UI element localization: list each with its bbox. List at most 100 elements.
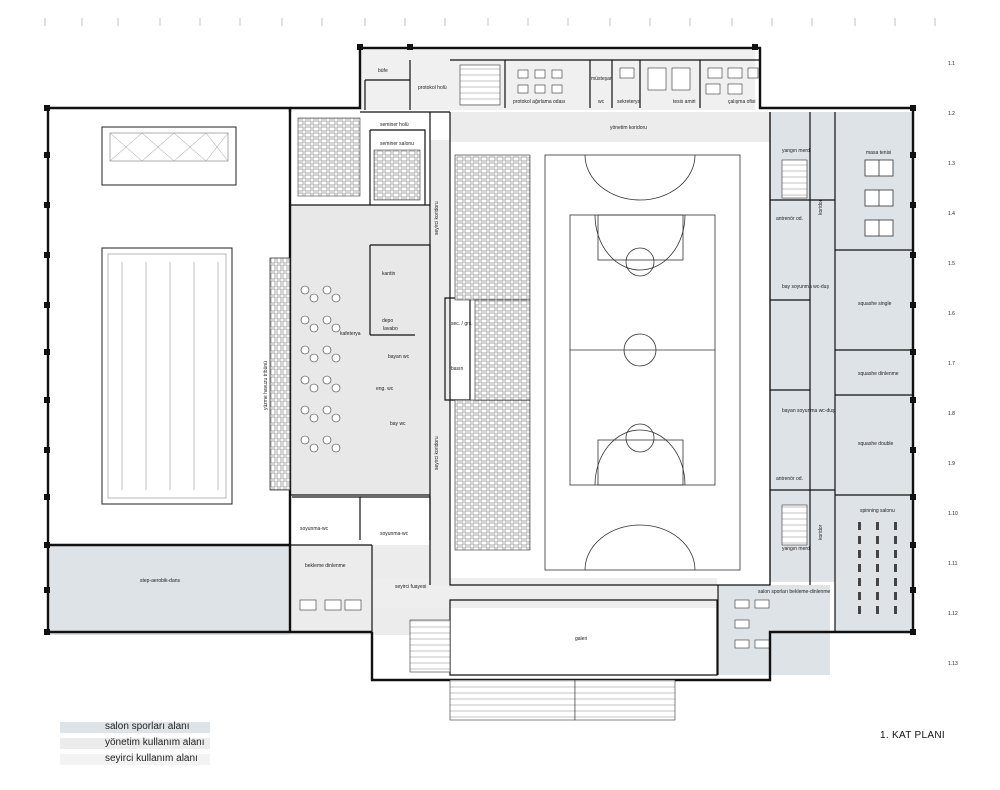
cafe-table bbox=[300, 435, 310, 445]
label-mustesar: müsteşar bbox=[591, 76, 612, 82]
stairs bbox=[409, 64, 808, 721]
spinning-bike bbox=[894, 606, 897, 614]
column bbox=[910, 494, 916, 500]
grid-label: 1.3 bbox=[948, 161, 955, 167]
label-seyirci-fuayesi: seyirci fuayesi bbox=[395, 584, 426, 590]
column bbox=[44, 202, 50, 208]
cafe-table bbox=[322, 435, 332, 445]
main-bleachers-bottom bbox=[454, 399, 531, 551]
spinning-bike bbox=[894, 592, 897, 600]
label-kafeterya: kafeterya bbox=[340, 331, 361, 337]
column bbox=[44, 349, 50, 355]
column bbox=[44, 252, 50, 258]
main-bleachers-top bbox=[454, 154, 531, 301]
column bbox=[910, 302, 916, 308]
legend-swatch-spectator bbox=[60, 754, 210, 765]
label-squash-single: squashe single bbox=[858, 301, 892, 307]
label-seminer-holu: seminer holü bbox=[380, 122, 409, 128]
spinning-bike bbox=[858, 606, 861, 614]
columns bbox=[44, 44, 916, 635]
column bbox=[910, 587, 916, 593]
label-engelli-wc: eng. wc bbox=[376, 386, 394, 392]
cafe-table bbox=[300, 315, 310, 325]
label-calisma-ofisi: çalışma ofisi bbox=[728, 99, 756, 105]
column bbox=[910, 447, 916, 453]
cafe-table bbox=[300, 285, 310, 295]
spinning-bike bbox=[876, 522, 879, 530]
column bbox=[910, 252, 916, 258]
column bbox=[44, 302, 50, 308]
label-bay-wc: bay wc bbox=[390, 421, 406, 427]
spinning-bike bbox=[858, 564, 861, 572]
cafe-table bbox=[309, 353, 319, 363]
label-seyirci-koridoru-bottom: seyirci koridoru bbox=[434, 436, 440, 470]
legend-item-spectator: seyirci kullanım alanı bbox=[60, 752, 230, 768]
table-tennis-tables bbox=[864, 159, 894, 237]
column bbox=[44, 587, 50, 593]
label-salon-sporlari-bekleme: salon sporları bekleme-dinlenme bbox=[758, 589, 830, 595]
cafeteria-tables bbox=[300, 285, 341, 453]
grid-label: 1.11 bbox=[948, 561, 958, 567]
grid-label: 1.4 bbox=[948, 211, 955, 217]
label-sekreterya: sekreterya bbox=[617, 99, 641, 105]
label-squash-double: squashe double bbox=[858, 441, 894, 447]
office-furniture bbox=[299, 67, 770, 649]
spinning-bike bbox=[876, 578, 879, 586]
cafe-table bbox=[309, 323, 319, 333]
column bbox=[910, 105, 916, 111]
spinning-bike bbox=[858, 578, 861, 586]
column bbox=[910, 202, 916, 208]
column bbox=[357, 44, 363, 50]
legend-item-admin: yönetim kullanım alanı bbox=[60, 736, 230, 752]
grid-label: 1.2 bbox=[948, 111, 955, 117]
spinning-bike bbox=[876, 550, 879, 558]
cafe-table bbox=[300, 375, 310, 385]
spinning-bike bbox=[876, 564, 879, 572]
legend-label-sport: salon sporları alanı bbox=[105, 721, 190, 732]
grid-label: 1.8 bbox=[948, 411, 955, 417]
grid-label: 1.13 bbox=[948, 661, 958, 667]
spinning-bike bbox=[894, 564, 897, 572]
cafe-table bbox=[331, 353, 341, 363]
cafe-table bbox=[322, 285, 332, 295]
label-squash-dinlenme: squashe dinlenme bbox=[858, 371, 899, 377]
cafe-table bbox=[331, 293, 341, 303]
label-sec-girisi: sec. / grş. bbox=[451, 321, 473, 327]
column bbox=[44, 447, 50, 453]
column bbox=[910, 152, 916, 158]
basketball-court bbox=[544, 154, 741, 571]
spinning-bike bbox=[894, 550, 897, 558]
label-soyunma-wc-left: soyunma-wc bbox=[300, 526, 329, 532]
right-grid-labels: 1.11.21.31.41.51.61.71.81.91.101.111.121… bbox=[948, 61, 958, 667]
label-koridor-bottom: koridor bbox=[818, 524, 824, 540]
column bbox=[910, 349, 916, 355]
spinning-bike bbox=[858, 536, 861, 544]
column bbox=[44, 105, 50, 111]
column bbox=[44, 494, 50, 500]
label-kantin: kantin bbox=[382, 271, 396, 277]
label-depo: depo bbox=[382, 318, 393, 324]
grid-label: 1.1 bbox=[948, 61, 955, 67]
column bbox=[44, 629, 50, 635]
column bbox=[910, 397, 916, 403]
cafe-table bbox=[309, 293, 319, 303]
legend-item-sport: salon sporları alanı bbox=[60, 720, 230, 736]
column bbox=[44, 397, 50, 403]
label-protokol-agirlama: protokol ağırlama odası bbox=[513, 99, 565, 105]
spinning-bike bbox=[894, 578, 897, 586]
spinning-bike bbox=[858, 522, 861, 530]
cafe-table bbox=[331, 383, 341, 393]
column bbox=[752, 44, 758, 50]
pool-tribune bbox=[269, 257, 291, 491]
legend-label-spectator: seyirci kullanım alanı bbox=[105, 753, 198, 764]
cafe-table bbox=[309, 413, 319, 423]
label-galeri: galeri bbox=[575, 636, 587, 642]
spinning-bike bbox=[894, 536, 897, 544]
legend: salon sporları alanı yönetim kullanım al… bbox=[60, 720, 230, 768]
column bbox=[910, 629, 916, 635]
label-antrenor-top: antrenör od. bbox=[776, 216, 803, 222]
spinning-bike bbox=[858, 592, 861, 600]
label-yangin-merdiveni-top: yangın merd. bbox=[782, 148, 811, 154]
column bbox=[910, 542, 916, 548]
